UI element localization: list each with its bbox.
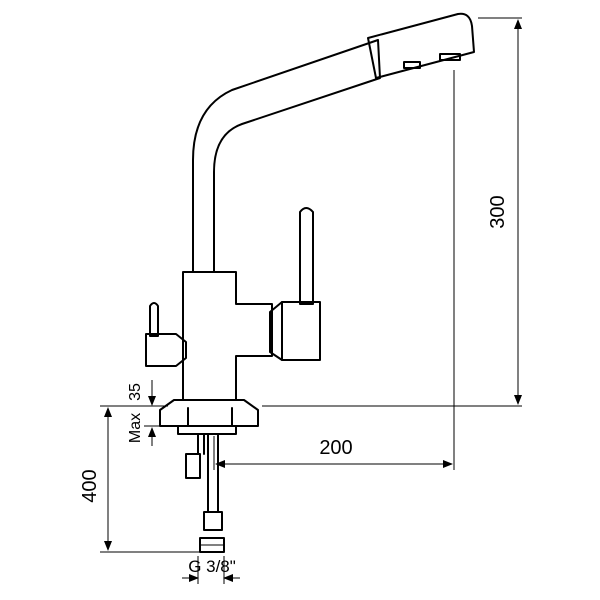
label-300: 300 [487,195,509,228]
label-200: 200 [319,437,352,459]
dimension-400: 400 [79,405,200,553]
dimension-thread: G 3/8" [182,556,240,584]
hose-left [197,433,205,455]
main-body [182,271,273,401]
label-thread: G 3/8" [188,557,236,576]
left-lever-handle [145,333,187,367]
base-plate [177,425,237,435]
label-35: 35 [127,383,144,401]
hose-nut-left [185,453,201,479]
spout [192,39,381,273]
dimension-max-35: Max 35 [127,380,178,446]
faucet-icon [145,12,475,553]
label-max: Max [127,413,144,443]
label-400: 400 [79,469,101,502]
right-lever-handle [269,301,321,361]
outlet-left [403,61,421,69]
hose-right [207,433,219,513]
outlet-right [439,53,461,61]
dimension-200: 200 [213,70,455,470]
left-lever-stem [149,302,159,337]
base-flange [159,399,259,427]
dimension-300: 300 [262,17,522,407]
spout-head [367,12,475,79]
right-lever-stem [299,207,314,305]
hose-fitting [199,511,225,553]
